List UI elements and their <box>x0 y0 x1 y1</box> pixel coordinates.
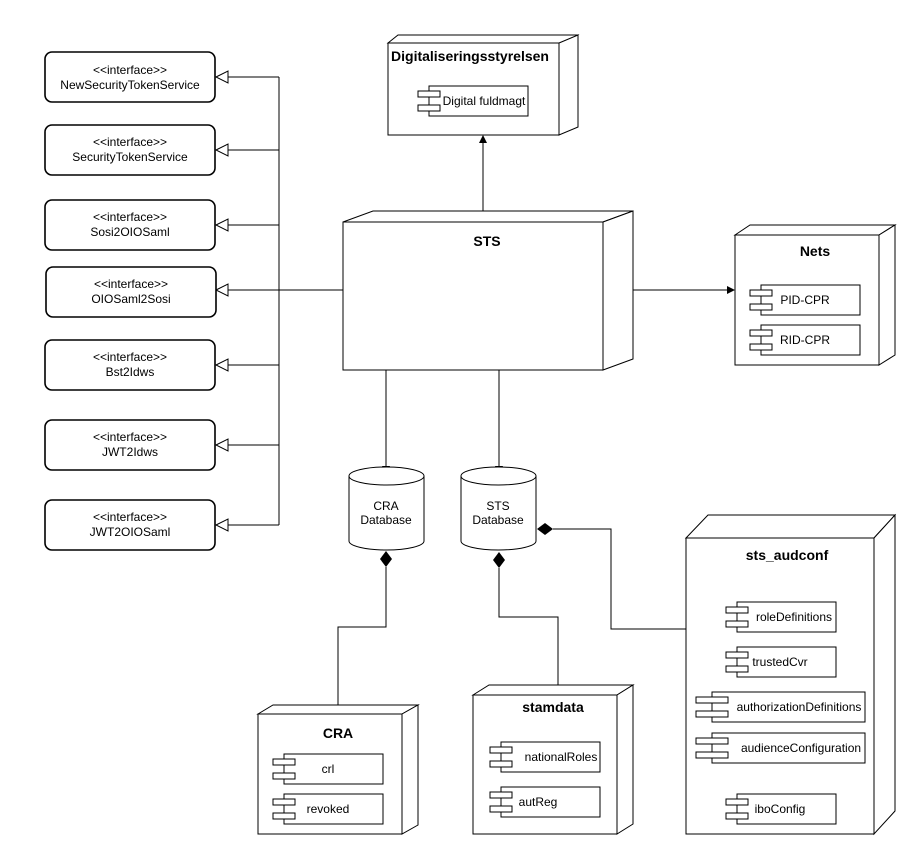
database-label: Database <box>472 513 524 527</box>
component-icon <box>272 798 296 806</box>
component-icon <box>725 620 749 628</box>
interface-name: Sosi2OIOSaml <box>90 225 169 239</box>
component-autreg: autReg <box>489 786 601 818</box>
interface-stereotype: <<interface>> <box>93 210 167 224</box>
digst-arrowhead <box>479 135 487 143</box>
nets-arrowhead <box>727 286 735 294</box>
node-title: sts_audconf <box>746 547 829 563</box>
component-icon <box>749 343 773 351</box>
node-nets: Nets PID-CPR RID-CPR <box>733 224 897 366</box>
interface-name: OIOSaml2Sosi <box>91 292 170 306</box>
component-icon <box>725 812 749 820</box>
component-icon <box>695 696 729 704</box>
component-label: authorizationDefinitions <box>737 700 862 714</box>
node-digitaliseringsstyrelsen: Digitaliseringsstyrelsen Digital fuldmag… <box>386 34 580 136</box>
component-label: crl <box>322 762 335 776</box>
component-icon <box>695 751 729 759</box>
audconf-composition-link <box>553 528 686 630</box>
interface-name: NewSecurityTokenService <box>60 78 200 92</box>
component-icon <box>489 746 513 754</box>
component-icon <box>695 710 729 718</box>
cra-composition-diamond <box>380 551 392 567</box>
component-national-roles: nationalRoles <box>489 741 601 773</box>
component-pid-cpr: PID-CPR <box>749 284 861 316</box>
component-label: Digital fuldmagt <box>443 94 526 108</box>
interface-stereotype: <<interface>> <box>93 63 167 77</box>
component-label: revoked <box>307 802 350 816</box>
component-role-definitions: roleDefinitions <box>725 601 837 633</box>
node-sts: STS <box>342 210 634 371</box>
component-revoked: revoked <box>272 793 384 825</box>
stamdata-composition-link <box>498 568 559 685</box>
component-label: audienceConfiguration <box>741 741 861 755</box>
component-icon <box>272 772 296 780</box>
component-label: nationalRoles <box>525 750 598 764</box>
interface-connectors <box>228 76 279 526</box>
node-stamdata: stamdata nationalRoles autReg <box>471 684 635 835</box>
component-icon <box>272 812 296 820</box>
node-title: Nets <box>800 243 831 259</box>
component-icon <box>489 791 513 799</box>
audconf-composition-diamond <box>537 523 553 535</box>
component-icon <box>695 737 729 745</box>
database-label: Database <box>360 513 412 527</box>
interface-bst2idws: <<interface>> Bst2Idws <box>44 339 216 391</box>
database-sts: STS Database <box>460 466 537 551</box>
interface-oiosaml2sosi: <<interface>> OIOSaml2Sosi <box>45 266 217 318</box>
component-authorization-definitions: authorizationDefinitions <box>695 691 866 723</box>
interface-new-security-token-service: <<interface>> NewSecurityTokenService <box>44 51 216 103</box>
component-label: roleDefinitions <box>756 610 832 624</box>
component-icon <box>417 104 441 112</box>
node-cra: CRA crl revoked <box>256 704 420 835</box>
interface-name: Bst2Idws <box>106 365 155 379</box>
interface-sosi2oiosaml: <<interface>> Sosi2OIOSaml <box>44 199 216 251</box>
component-label: trustedCvr <box>752 655 807 669</box>
interface-stereotype: <<interface>> <box>93 430 167 444</box>
component-icon <box>489 760 513 768</box>
component-label: iboConfig <box>755 802 806 816</box>
interface-stereotype: <<interface>> <box>94 277 168 291</box>
component-icon <box>489 805 513 813</box>
component-audience-configuration: audienceConfiguration <box>695 732 866 764</box>
interface-jwt2idws: <<interface>> JWT2Idws <box>44 419 216 471</box>
component-rid-cpr: RID-CPR <box>749 324 861 356</box>
component-icon <box>725 606 749 614</box>
interface-stereotype: <<interface>> <box>93 135 167 149</box>
component-trusted-cvr: trustedCvr <box>725 646 837 678</box>
component-icon <box>749 303 773 311</box>
realization-arrowheads <box>214 70 229 532</box>
interface-jwt2oiosaml: <<interface>> JWT2OIOSaml <box>44 499 216 551</box>
interface-security-token-service: <<interface>> SecurityTokenService <box>44 124 216 176</box>
interface-stereotype: <<interface>> <box>93 510 167 524</box>
component-label: autReg <box>519 795 558 809</box>
node-sts-audconf: sts_audconf roleDefinitions trustedCvr a… <box>684 513 897 836</box>
component-label: PID-CPR <box>780 293 830 307</box>
component-icon <box>749 329 773 337</box>
interface-name: JWT2Idws <box>102 445 158 459</box>
component-icon <box>725 798 749 806</box>
database-label: STS <box>486 499 509 513</box>
component-icon <box>417 90 441 98</box>
component-crl: crl <box>272 753 384 785</box>
node-title: CRA <box>323 725 353 741</box>
node-title: stamdata <box>522 699 584 715</box>
node-title: Digitaliseringsstyrelsen <box>391 48 549 64</box>
interface-name: JWT2OIOSaml <box>90 525 171 539</box>
component-digital-fuldmagt: Digital fuldmagt <box>417 85 529 117</box>
component-icon <box>725 665 749 673</box>
component-icon <box>272 758 296 766</box>
component-icon <box>725 651 749 659</box>
interface-name: SecurityTokenService <box>72 150 188 164</box>
stamdata-composition-diamond <box>493 552 505 568</box>
database-cra: CRA Database <box>348 466 425 551</box>
database-label: CRA <box>373 499 398 513</box>
interface-stereotype: <<interface>> <box>93 350 167 364</box>
node-title: STS <box>473 233 500 249</box>
component-ibo-config: iboConfig <box>725 793 837 825</box>
cra-composition-link <box>337 567 387 705</box>
component-icon <box>749 289 773 297</box>
component-label: RID-CPR <box>780 333 830 347</box>
